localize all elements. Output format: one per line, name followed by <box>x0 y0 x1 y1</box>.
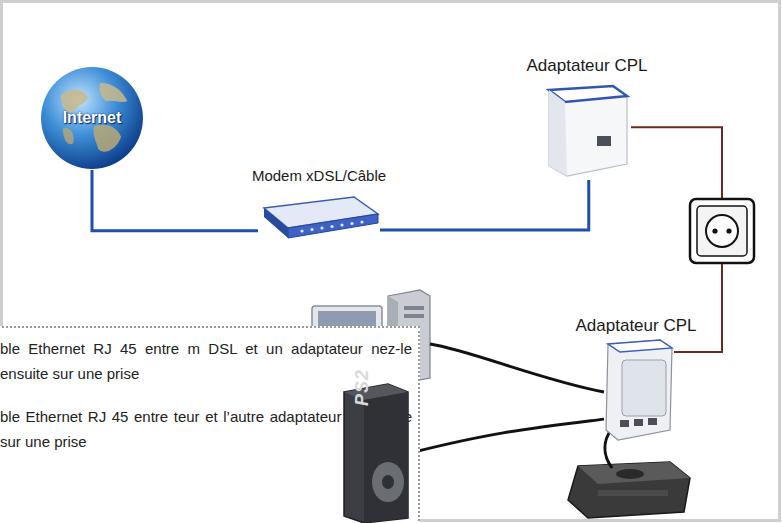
console-logo: PS2 <box>352 369 373 406</box>
cable-connector <box>92 170 258 231</box>
plc-adapter-shape <box>543 84 631 180</box>
globe-label: Internet <box>40 109 144 127</box>
plc-adapter: Adaptateur CPL <box>598 338 674 442</box>
plc-adapter-shape <box>598 338 674 442</box>
ps2-console: PS2 <box>338 382 412 523</box>
xbox-illustration <box>568 462 690 518</box>
note-paragraph: ble Ethernet RJ 45 entre m DSL et un ada… <box>0 336 412 386</box>
device-label: Modem xDSL/Câble <box>252 167 386 184</box>
cable-connector <box>412 419 604 452</box>
ethernet-cable <box>430 344 604 392</box>
cable-connector <box>380 180 589 230</box>
device-label: Adaptateur CPL <box>527 56 648 76</box>
ps2-console-shape <box>338 382 412 523</box>
device-label: Adaptateur CPL <box>576 316 697 336</box>
modem-shape <box>258 194 380 240</box>
modem-device: Modem xDSL/Câble <box>258 194 380 240</box>
wall-outlet <box>690 199 754 263</box>
plc-adapter: Adaptateur CPL <box>543 84 631 180</box>
internet-globe: Internet <box>40 66 144 170</box>
